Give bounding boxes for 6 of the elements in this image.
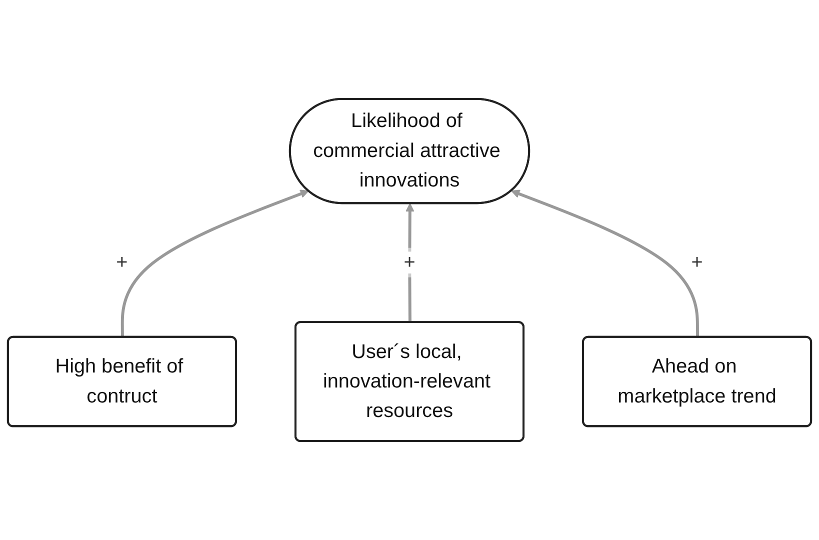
arrow (406, 203, 414, 323)
arrow (120, 190, 309, 338)
arrow (511, 190, 700, 338)
edge-label: + (691, 252, 703, 274)
edge-label: + (116, 252, 128, 274)
edge-label: + (404, 252, 416, 274)
